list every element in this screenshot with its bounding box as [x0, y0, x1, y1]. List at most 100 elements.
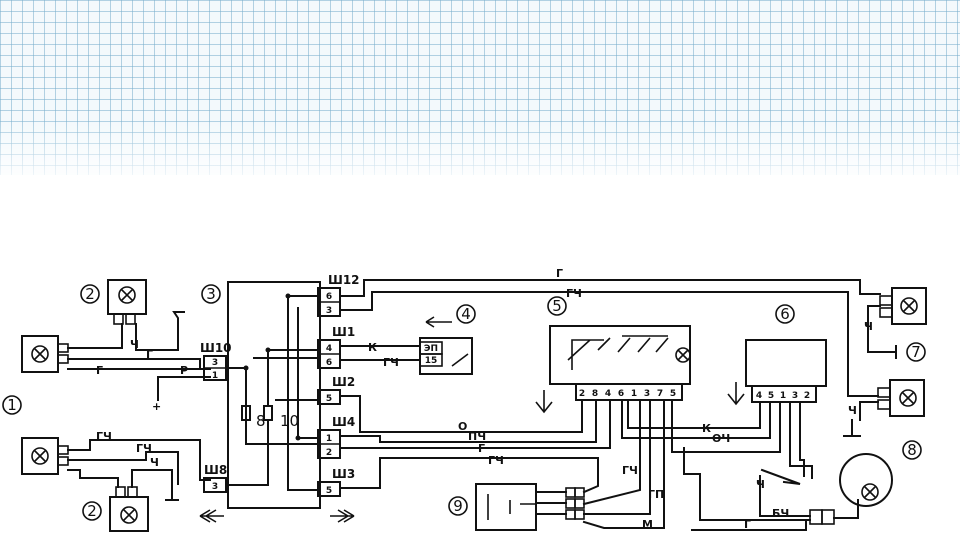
svg-text:4: 4: [756, 391, 762, 401]
wire-label-gch-9: ГЧ: [622, 464, 638, 477]
callout-5: 5: [547, 296, 567, 316]
wire-och: [621, 399, 771, 439]
wire-label-o: О: [458, 420, 467, 433]
wire-label-gch-left: ГЧ: [96, 430, 112, 443]
lamp-2-upper: [107, 279, 147, 325]
wire-label-g-mid: Г: [478, 442, 485, 455]
wire-label-gch-bottom: ГЧ: [488, 454, 504, 467]
wire-right-bundle: [683, 401, 813, 521]
lamp-2-lower: [109, 486, 149, 532]
control-unit-9: [475, 483, 537, 531]
wire-label-r: Р: [180, 364, 188, 377]
turn-switch-terminals: [751, 385, 817, 403]
label-sh12: Ш12: [328, 273, 360, 287]
svg-text:1: 1: [7, 396, 17, 414]
label-sh1: Ш1: [332, 325, 355, 339]
svg-text:1: 1: [212, 371, 218, 381]
label-sh10: Ш10: [200, 341, 232, 355]
hazard-switch-pin-labels: 2 8 4 6 1 3 7 5: [579, 389, 676, 399]
lamp-right-upper: [879, 287, 927, 325]
turn-switch-pin-labels: 4 5 1 3 2: [756, 391, 810, 401]
lamp-1-lower: [21, 437, 69, 475]
svg-text:6: 6: [618, 389, 624, 399]
fuse-10: [263, 405, 273, 421]
wire-gp: [583, 399, 651, 515]
label-sh2: Ш2: [332, 375, 355, 389]
svg-text:ЭП: ЭП: [424, 344, 438, 354]
label-sh8: Ш8: [204, 463, 227, 477]
svg-text:5: 5: [326, 486, 332, 496]
callout-4: 4: [456, 304, 476, 324]
wire-top-g: [339, 279, 881, 297]
wire-left-1: [67, 311, 211, 370]
wire-label-k-right: К: [702, 422, 711, 435]
lamp-1-upper: [21, 335, 69, 373]
svg-text:4: 4: [461, 305, 471, 323]
wire-g-mid: [339, 399, 611, 449]
svg-text:6: 6: [326, 358, 332, 368]
svg-text:6: 6: [780, 305, 790, 323]
svg-text:8: 8: [592, 389, 598, 399]
fuse-8-label: 8: [256, 412, 266, 430]
callout-3: 3: [201, 284, 221, 304]
wire-label-ch-left: Ч: [130, 338, 139, 351]
wire-label-gp: ГП: [648, 488, 664, 501]
svg-text:7: 7: [657, 389, 663, 399]
svg-text:4: 4: [326, 344, 332, 354]
callout-6: 6: [775, 304, 795, 324]
wire-label-gch-relay: ГЧ: [383, 356, 399, 369]
graph-paper-fade: [0, 120, 960, 190]
svg-text:4: 4: [605, 389, 611, 399]
wire-pch: [339, 399, 597, 443]
label-sh4: Ш4: [332, 415, 355, 429]
svg-text:9: 9: [453, 497, 463, 515]
wire-label-gch-left2: ГЧ: [136, 442, 152, 455]
fuse-10-label: 10: [280, 412, 299, 430]
callout-9: 9: [448, 496, 468, 516]
svg-text:3: 3: [792, 391, 798, 401]
wire-label-k: К: [368, 341, 377, 354]
wire-g-8: [691, 521, 807, 531]
callout-2-lower: 2: [82, 501, 102, 521]
block-internal: [225, 295, 319, 491]
svg-text:1: 1: [326, 434, 332, 444]
callout-2-upper: 2: [80, 284, 100, 304]
fuse-8: [241, 405, 251, 421]
wire-left-2: [67, 439, 211, 501]
svg-text:5: 5: [768, 391, 774, 401]
callout-8: 8: [902, 440, 922, 460]
wire-label-g-left2: Г: [96, 364, 103, 377]
svg-text:2: 2: [85, 285, 95, 303]
wire-plus: [157, 376, 211, 401]
svg-text:15: 15: [425, 356, 438, 366]
plus-label: +: [152, 400, 161, 413]
svg-text:2: 2: [804, 391, 810, 401]
wire-label-bch: БЧ: [772, 507, 789, 520]
svg-text:2: 2: [579, 389, 585, 399]
svg-text:3: 3: [212, 482, 218, 492]
wire-label-g-8: Г: [744, 518, 751, 531]
svg-text:3: 3: [206, 285, 216, 303]
wire-label-och: ОЧ: [712, 432, 730, 445]
wire-o: [339, 395, 583, 433]
wire-label-gch-top: ГЧ: [566, 287, 582, 300]
callout-7: 7: [906, 342, 926, 362]
wire-m: [582, 399, 665, 529]
lamp-8: [839, 453, 893, 507]
svg-text:3: 3: [644, 389, 650, 399]
svg-text:8: 8: [907, 441, 917, 459]
wire-label-ch-left2: Ч: [150, 456, 159, 469]
svg-text:2: 2: [87, 502, 97, 520]
wire-label-pch: ПЧ: [468, 430, 486, 443]
wire-label-ch-7: Ч: [864, 320, 873, 333]
svg-text:1: 1: [631, 389, 637, 399]
svg-text:3: 3: [326, 306, 332, 316]
wire-k-right: [627, 399, 761, 429]
hazard-switch: [549, 325, 691, 385]
svg-text:5: 5: [326, 394, 332, 404]
wire-label-m: М: [642, 518, 653, 531]
wire-label-g-top: Г: [556, 267, 563, 280]
wire-label-g-left: Г: [146, 348, 153, 361]
